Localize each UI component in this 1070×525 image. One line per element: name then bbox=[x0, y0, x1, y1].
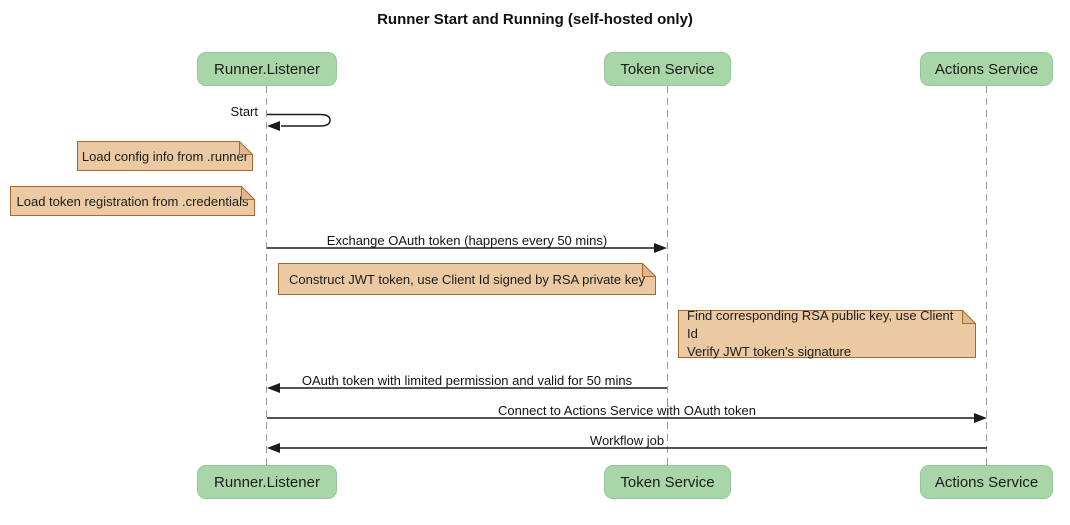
note-text: Load token registration from .credential… bbox=[16, 193, 249, 209]
note-fold-icon bbox=[241, 186, 255, 200]
actor-label: Token Service bbox=[620, 60, 715, 78]
actor-bottom-actions-service: Actions Service bbox=[920, 465, 1053, 499]
note-load-credentials: Load token registration from .credential… bbox=[10, 186, 255, 216]
actor-label: Runner.Listener bbox=[214, 60, 320, 78]
message-exchange-arrowhead bbox=[654, 243, 667, 253]
actor-bottom-runner-listener: Runner.Listener bbox=[197, 465, 337, 499]
actor-label: Actions Service bbox=[934, 60, 1039, 78]
self-message-start-line bbox=[267, 113, 331, 127]
message-label-exchange: Exchange OAuth token (happens every 50 m… bbox=[326, 233, 608, 248]
actor-top-token-service: Token Service bbox=[604, 52, 731, 86]
message-label-start: Start bbox=[230, 104, 258, 119]
message-label-oauth-return: OAuth token with limited permission and … bbox=[301, 373, 633, 388]
actor-label: Token Service bbox=[620, 473, 715, 491]
self-message-start-arrowhead bbox=[267, 121, 280, 131]
message-label-workflow: Workflow job bbox=[589, 433, 665, 448]
actor-label: Actions Service bbox=[934, 473, 1039, 491]
actor-label: Runner.Listener bbox=[214, 473, 320, 491]
note-line-2: Verify JWT token's signature bbox=[687, 344, 852, 359]
note-fold-icon bbox=[962, 310, 976, 324]
note-fold-icon bbox=[239, 141, 253, 155]
note-construct-jwt: Construct JWT token, use Client Id signe… bbox=[278, 263, 656, 295]
note-verify-jwt: Find corresponding RSA public key, use C… bbox=[678, 307, 976, 361]
actor-bottom-token-service: Token Service bbox=[604, 465, 731, 499]
diagram-title: Runner Start and Running (self-hosted on… bbox=[377, 11, 693, 28]
message-label-connect: Connect to Actions Service with OAuth to… bbox=[498, 403, 756, 418]
note-text: Load config info from .runner bbox=[81, 148, 249, 164]
message-connect-arrowhead bbox=[974, 413, 987, 423]
message-oauth-return-arrowhead bbox=[267, 383, 280, 393]
note-text: Find corresponding RSA public key, use C… bbox=[687, 307, 959, 361]
actor-top-actions-service: Actions Service bbox=[920, 52, 1053, 86]
note-load-config: Load config info from .runner bbox=[77, 141, 253, 171]
message-workflow-arrowhead bbox=[267, 443, 280, 453]
note-line-1: Find corresponding RSA public key, use C… bbox=[687, 308, 954, 341]
note-text: Construct JWT token, use Client Id signe… bbox=[289, 271, 645, 287]
note-fold-icon bbox=[642, 263, 656, 277]
actor-top-runner-listener: Runner.Listener bbox=[197, 52, 337, 86]
